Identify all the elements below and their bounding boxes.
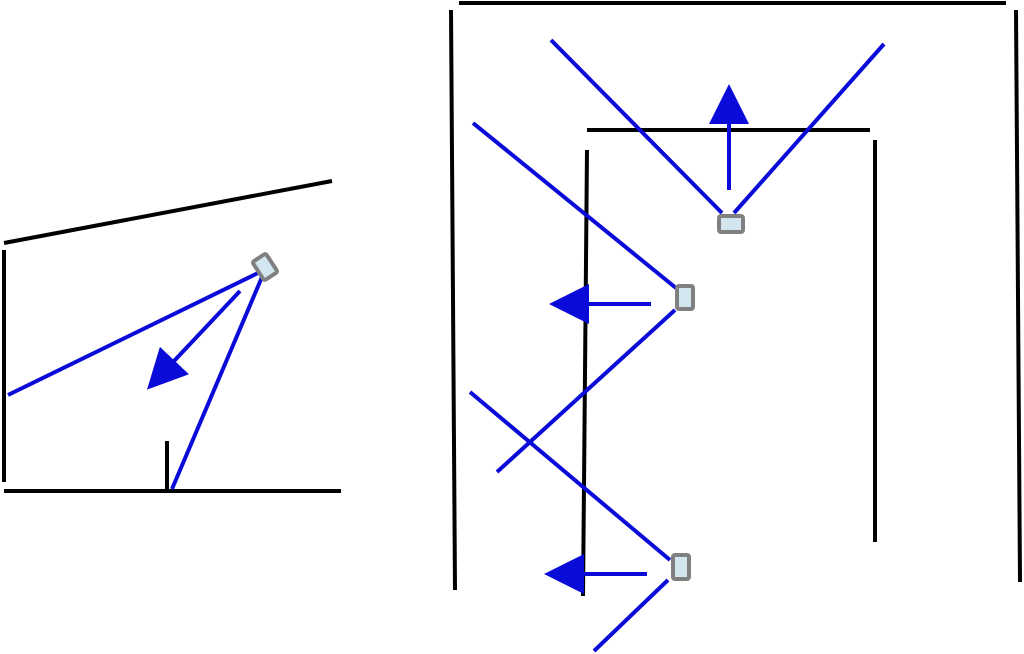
coverage-line [468,390,672,562]
coverage-line [549,38,724,215]
coverage-line [7,271,259,397]
direction-arrow-icon [147,289,242,390]
coverage-line [732,42,886,215]
inner-left-wall [581,149,589,597]
coverage-line [495,308,677,474]
sensor-icon [675,284,695,311]
coverage-line [592,578,670,653]
ceiling-wall [3,179,333,245]
sensor-icon [251,252,279,282]
sensor-icon [671,553,691,581]
panel-sloped-room [2,179,341,493]
outer-left-wall [449,9,457,591]
coverage-line [471,121,678,290]
sensor-icon [717,214,745,234]
outer-right-wall [1014,9,1022,583]
coverage-line [170,276,264,490]
panel-corridor [449,1,1022,653]
